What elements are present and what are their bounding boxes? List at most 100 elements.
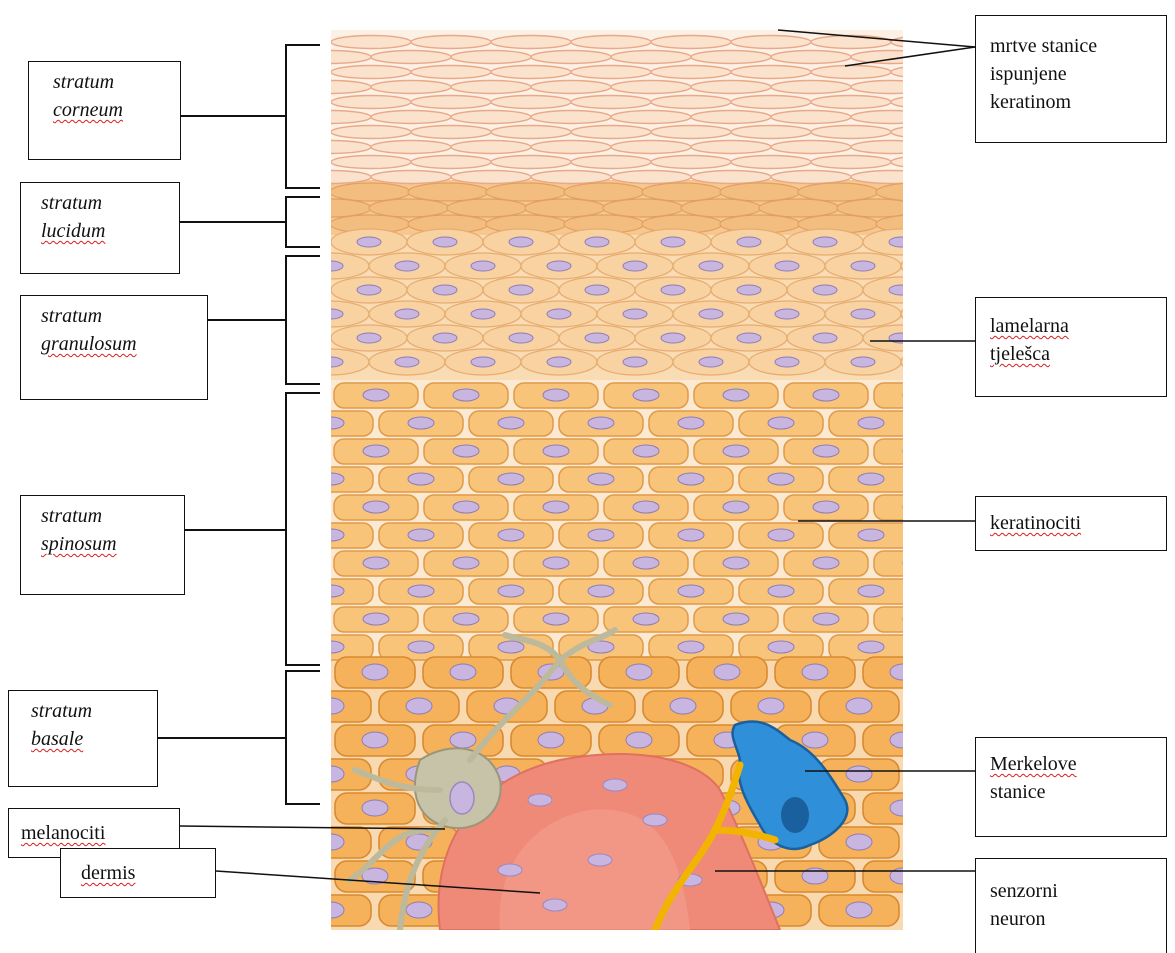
bracket-lucidum: [180, 197, 320, 247]
spinosum-nucleus: [498, 641, 524, 653]
spinosum-nucleus: [408, 417, 434, 429]
corneum-cell: [891, 66, 971, 79]
spinosum-nucleus: [543, 501, 569, 513]
corneum-cell: [251, 96, 331, 109]
dermis-nucleus: [498, 864, 522, 876]
granulosum-nucleus: [547, 309, 571, 319]
basale-nucleus: [626, 664, 652, 680]
granulosum-nucleus: [395, 357, 419, 367]
granulosum-nucleus: [927, 357, 951, 367]
bracket-spinosum: [185, 393, 320, 665]
label-dermis: dermis: [60, 848, 216, 898]
dermis-nucleus: [588, 854, 612, 866]
label-basale-line1: stratum: [21, 697, 147, 725]
tissue-illustration: [244, 30, 1011, 930]
spinosum-nucleus: [318, 585, 344, 597]
spinosum-nucleus: [318, 473, 344, 485]
spinosum-nucleus: [543, 557, 569, 569]
spinosum-nucleus: [633, 557, 659, 569]
label-melanocytes-text: melanociti: [21, 819, 169, 847]
spinosum-nucleus: [318, 417, 344, 429]
label-granulosum-line1: stratum: [33, 302, 197, 330]
corneum-cell: [611, 51, 691, 64]
lucidum-cell: [525, 199, 605, 217]
basale-nucleus: [362, 732, 388, 748]
corneum-cell: [251, 36, 331, 49]
granulosum-nucleus: [623, 357, 647, 367]
spinosum-nucleus: [723, 501, 749, 513]
corneum-cell: [811, 96, 891, 109]
corneum-cell: [851, 81, 931, 94]
corneum-cell: [331, 66, 411, 79]
spinosum-nucleus: [453, 613, 479, 625]
basale-nucleus: [934, 902, 960, 918]
granulosum-nucleus: [319, 357, 343, 367]
granulosum-nucleus: [357, 237, 381, 247]
label-merkel-cells: Merkelove stanice: [975, 737, 1167, 837]
lucidum-cell: [252, 215, 332, 233]
spinosum-nucleus: [948, 641, 974, 653]
label-neuron-line2: neuron: [990, 905, 1156, 933]
corneum-cell: [811, 66, 891, 79]
corneum-cell: [691, 111, 771, 124]
granulosum-nucleus: [813, 237, 837, 247]
corneum-cell: [291, 111, 371, 124]
spinosum-nucleus: [678, 417, 704, 429]
corneum-cell: [411, 36, 491, 49]
granulosum-nucleus: [699, 357, 723, 367]
spinosum-nucleus: [903, 613, 929, 625]
spinosum-nucleus: [498, 529, 524, 541]
granulosum-nucleus: [433, 237, 457, 247]
spinosum-nucleus: [633, 501, 659, 513]
basale-nucleus: [758, 698, 784, 714]
basale-nucleus: [890, 800, 916, 816]
granulosum-nucleus: [623, 309, 647, 319]
lucidum-cell: [642, 183, 722, 201]
spinosum-nucleus: [363, 389, 389, 401]
lucidum-cell: [369, 199, 449, 217]
corneum-cell: [331, 156, 411, 169]
basale-nucleus: [802, 732, 828, 748]
granulosum-nucleus: [737, 237, 761, 247]
corneum-cell: [251, 156, 331, 169]
corneum-cell: [371, 111, 451, 124]
granulosum-cell: [901, 253, 977, 279]
granulosum-cell: [901, 301, 977, 327]
spinosum-nucleus: [678, 585, 704, 597]
lucidum-cell: [759, 199, 839, 217]
spinosum-nucleus: [588, 529, 614, 541]
label-stratum-spinosum: stratum spinosum: [20, 495, 185, 595]
granulosum-nucleus: [661, 285, 685, 295]
spinosum-nucleus: [858, 529, 884, 541]
corneum-cell: [891, 96, 971, 109]
basale-nucleus: [450, 664, 476, 680]
spinosum-cell: [919, 467, 1003, 492]
granulosum-nucleus: [661, 237, 685, 247]
label-basale-line2: basale: [21, 725, 147, 753]
spinosum-nucleus: [498, 585, 524, 597]
basale-nucleus: [626, 732, 652, 748]
spinosum-nucleus: [633, 445, 659, 457]
spinosum-cell: [874, 439, 958, 464]
basale-nucleus: [450, 732, 476, 748]
spinosum-nucleus: [723, 557, 749, 569]
corneum-cell: [651, 36, 731, 49]
dermis-nucleus: [603, 779, 627, 791]
basale-nucleus: [670, 698, 696, 714]
corneum-cell: [611, 111, 691, 124]
label-spinosum-line1: stratum: [33, 502, 174, 530]
granulosum-nucleus: [509, 285, 533, 295]
spinosum-nucleus: [948, 585, 974, 597]
spinosum-nucleus: [903, 557, 929, 569]
granulosum-nucleus: [737, 285, 761, 295]
spinosum-nucleus: [318, 529, 344, 541]
granulosum-nucleus: [851, 309, 875, 319]
spinosum-nucleus: [903, 501, 929, 513]
spinosum-nucleus: [813, 445, 839, 457]
spinosum-nucleus: [543, 445, 569, 457]
spinosum-nucleus: [453, 445, 479, 457]
corneum-cell: [451, 51, 531, 64]
merkel-nucleus: [781, 797, 809, 833]
lucidum-cell: [447, 199, 527, 217]
spinosum-nucleus: [723, 613, 749, 625]
